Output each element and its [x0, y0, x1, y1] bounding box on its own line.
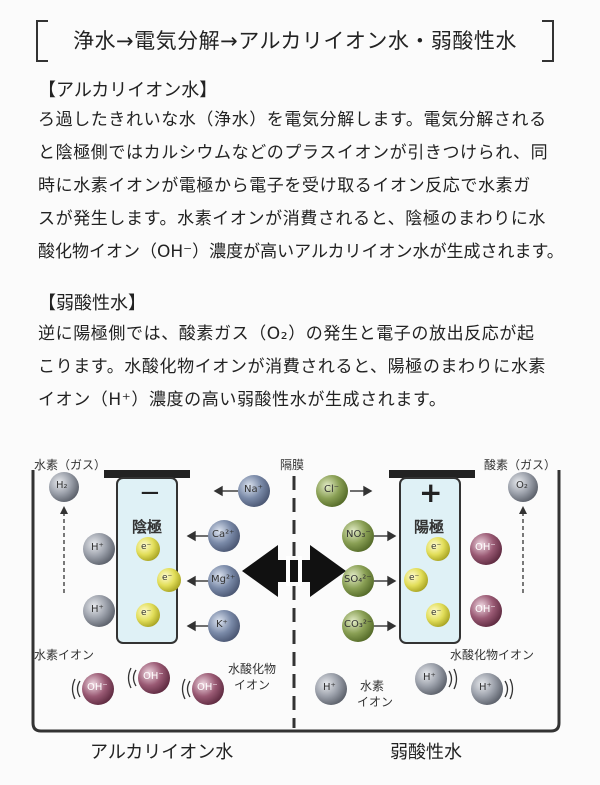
anode-sign: + — [419, 476, 443, 509]
oh-ion-text: OH⁻ — [87, 682, 108, 693]
o2-ball — [508, 472, 538, 502]
h-ion-ball — [83, 595, 115, 627]
page-title: 浄水→電気分解→アルカリイオン水・弱酸性水 — [73, 29, 517, 53]
oh-ion-ball — [138, 662, 170, 694]
anion-text: SO₄²⁻ — [344, 574, 372, 585]
hydrogen-ion-label-right-2: イオン — [357, 695, 394, 709]
acidic-line: 逆に陽極側では、酸素ガス（O₂）の発生と電子の放出反応が起 — [38, 324, 535, 344]
hydrogen-ion-label-right: 水素 — [360, 679, 385, 693]
electron-ball — [136, 537, 160, 561]
oxygen-gas-label: 酸素（ガス） — [484, 458, 557, 472]
cation-ball — [238, 475, 270, 507]
anode-label: 陽極 — [414, 518, 445, 536]
anode-cap — [389, 470, 475, 478]
alkaline-line: ろ過したきれいな水（浄水）を電気分解します。電気分解される — [38, 110, 547, 130]
electron-ball — [426, 603, 450, 627]
cathode-cap — [104, 470, 190, 478]
anode-electrode — [399, 477, 461, 644]
h-ion-text: H⁺ — [323, 682, 336, 693]
oh-ion-text: OH⁻ — [475, 604, 496, 615]
hydroxide-ion-label-2: イオン — [234, 678, 271, 692]
hydroxide-ion-label-right: 水酸化物イオン — [450, 648, 535, 662]
electrolysis-diagram: 水素（ガス） 酸素（ガス） 隔膜 H₂ O₂ − 陰極 + 陽極 H⁺ H⁺ e… — [0, 448, 600, 785]
cation-ball — [208, 565, 240, 597]
h2-label: H₂ — [56, 480, 68, 491]
alkaline-line: スが発生します。水素イオンが消費されると、陰極のまわりに水 — [38, 209, 547, 229]
anion-text: NO₃⁻ — [346, 529, 371, 540]
electron-text: e⁻ — [431, 608, 442, 618]
hydrogen-ion-label: 水素イオン — [34, 648, 95, 662]
diagram-svg — [31, 470, 561, 733]
cation-text: Na⁺ — [244, 484, 263, 495]
electron-ball — [136, 603, 160, 627]
alkaline-line: と陰極側ではカルシウムなどのプラスイオンが引きつけられ、同 — [38, 143, 549, 163]
anion-ball — [342, 610, 374, 642]
alkaline-water-label: アルカリイオン水 — [90, 742, 234, 763]
tank-outline — [31, 470, 561, 733]
h-ion-ball — [471, 673, 503, 705]
oh-ion-ball — [470, 595, 502, 627]
oh-ion-text: OH⁻ — [143, 671, 164, 682]
anion-ball — [342, 565, 374, 597]
acidic-water-label: 弱酸性水 — [390, 742, 462, 763]
oh-ion-ball — [192, 673, 224, 705]
anion-ball — [316, 475, 348, 507]
o2-label: O₂ — [516, 480, 528, 491]
cation-text: Ca²⁺ — [212, 529, 235, 540]
cation-ball — [208, 520, 240, 552]
acidic-line: こります。水酸化物イオンが消費されると、陽極のまわりに水素 — [38, 357, 547, 377]
alkaline-heading: 【アルカリイオン水】 — [38, 80, 218, 101]
alkaline-line: 時に水素イオンが電極から電子を受け取るイオン反応で水素ガ — [38, 176, 531, 196]
oh-ion-ball — [82, 673, 114, 705]
h-ion-ball — [415, 663, 447, 695]
hydroxide-ion-label: 水酸化物 — [228, 662, 277, 676]
title-bracket-left — [36, 20, 48, 62]
acidic-paragraph: 逆に陽極側では、酸素ガス（O₂）の発生と電子の放出反応が起 こります。水酸化物イ… — [38, 318, 568, 417]
electron-text: e⁻ — [141, 608, 152, 618]
electron-text: e⁻ — [431, 542, 442, 552]
h-ion-text: H⁺ — [479, 682, 492, 693]
cation-text: Mg²⁺ — [211, 574, 236, 585]
hydrogen-gas-label: 水素（ガス） — [34, 458, 107, 472]
cathode-label: 陰極 — [132, 518, 163, 536]
h-ion-text: H⁺ — [91, 542, 104, 553]
alkaline-line: 酸化物イオン（OH⁻）濃度が高いアルカリイオン水が生成されます。 — [38, 242, 564, 262]
cathode-sign: − — [139, 478, 161, 508]
anion-text: Cl⁻ — [324, 484, 340, 495]
title-box: 浄水→電気分解→アルカリイオン水・弱酸性水 — [36, 20, 554, 62]
electron-text: e⁻ — [162, 573, 173, 583]
h-ion-text: H⁺ — [423, 672, 436, 683]
electron-ball — [404, 568, 428, 592]
anion-ball — [342, 520, 374, 552]
double-arrow-icon — [242, 545, 346, 597]
alkaline-paragraph: ろ過したきれいな水（浄水）を電気分解します。電気分解される と陰極側ではカルシウ… — [38, 104, 568, 269]
acidic-heading: 【弱酸性水】 — [38, 293, 146, 314]
cation-ball — [208, 610, 240, 642]
anion-text: CO₃²⁻ — [344, 619, 373, 630]
cation-text: K⁺ — [216, 619, 228, 630]
electron-text: e⁻ — [409, 573, 420, 583]
h-ion-ball — [315, 673, 347, 705]
electron-ball — [426, 537, 450, 561]
h-ion-ball — [83, 533, 115, 565]
membrane-label: 隔膜 — [280, 458, 305, 472]
electron-ball — [157, 568, 181, 592]
oh-ion-text: OH⁻ — [197, 682, 218, 693]
oh-ion-ball — [470, 533, 502, 565]
title-bracket-right — [542, 20, 554, 62]
h2-ball — [49, 472, 79, 502]
oh-ion-text: OH⁻ — [475, 542, 496, 553]
acidic-line: イオン（H⁺）濃度の高い弱酸性水が生成されます。 — [38, 390, 447, 410]
electron-text: e⁻ — [141, 542, 152, 552]
h-ion-text: H⁺ — [91, 604, 104, 615]
